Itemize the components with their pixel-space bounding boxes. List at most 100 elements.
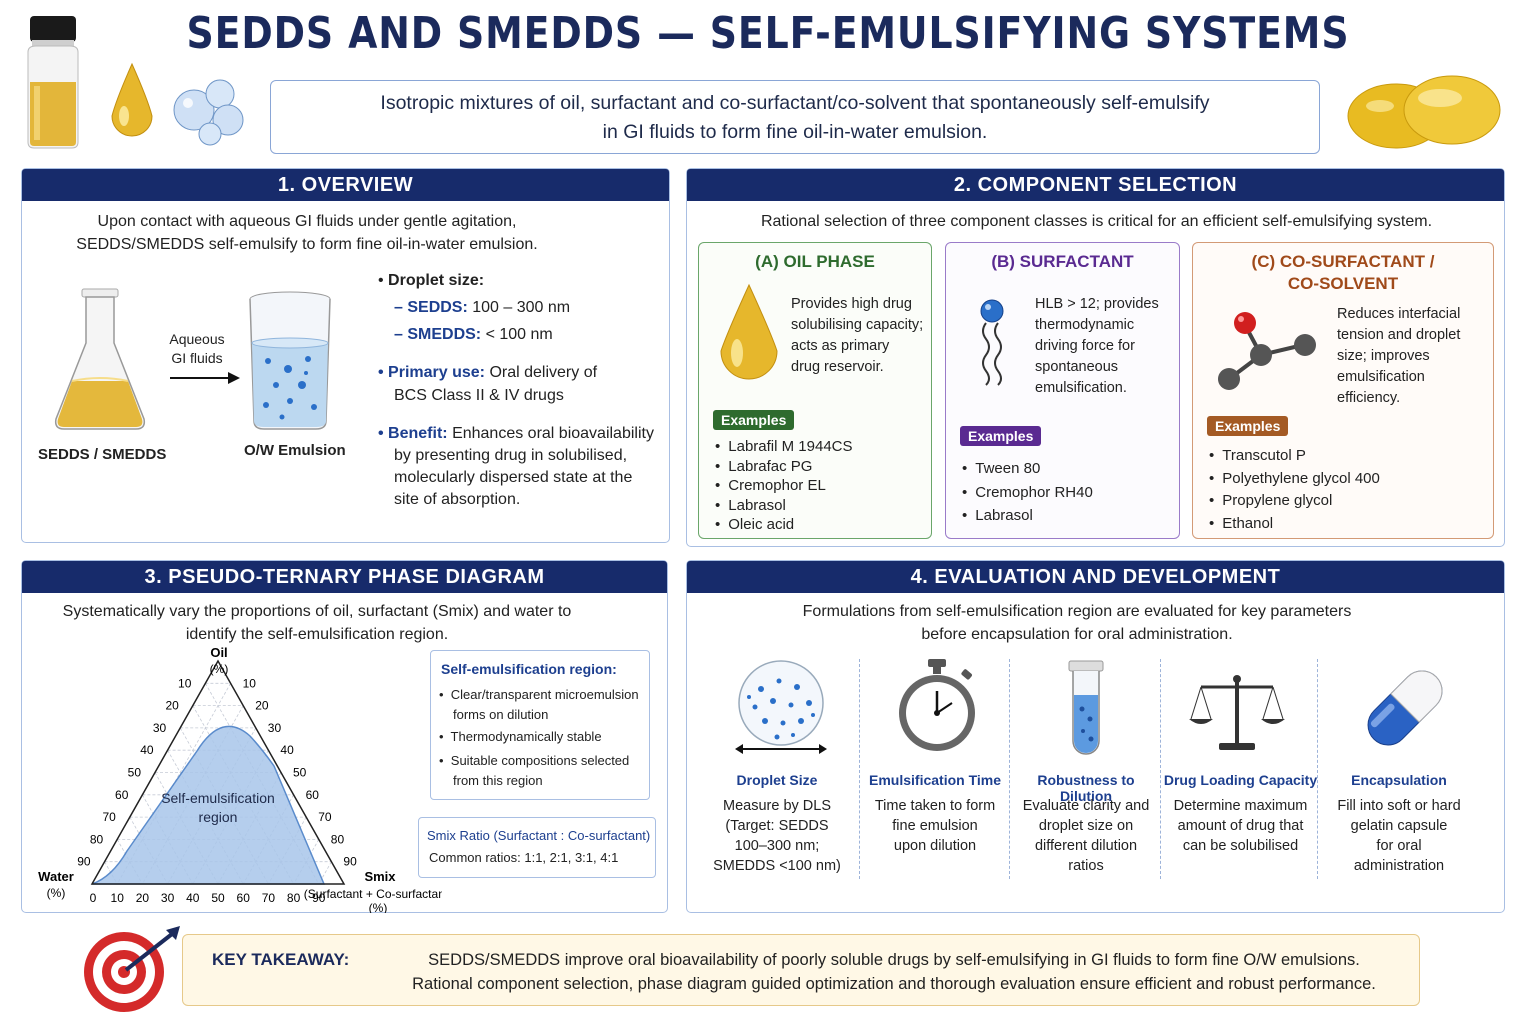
desc-line: for oral bbox=[1376, 838, 1422, 854]
tick-label: 70 bbox=[102, 810, 116, 824]
divider bbox=[1317, 659, 1318, 879]
desc-line: upon dilution bbox=[893, 838, 977, 854]
list-item: Transcutol P bbox=[1209, 445, 1380, 468]
desc-line: efficiency. bbox=[1337, 390, 1401, 406]
desc-line: fine emulsion bbox=[892, 818, 978, 834]
robustness-title: Robustness to Dilution bbox=[1037, 772, 1135, 804]
desc-line: Determine maximum bbox=[1173, 798, 1308, 814]
evaluation-intro-line: before encapsulation for oral administra… bbox=[921, 626, 1233, 643]
emulsification-time-title: Emulsification Time bbox=[869, 772, 1001, 788]
desc-line: Time taken to form bbox=[874, 798, 996, 814]
water-axis-label: Water bbox=[38, 869, 74, 884]
tick-label: 90 bbox=[312, 891, 326, 905]
region-label: region bbox=[199, 809, 238, 825]
tick-label: 30 bbox=[161, 891, 175, 905]
divider bbox=[859, 659, 860, 879]
region-label: Self-emulsification bbox=[161, 790, 275, 806]
tick-label: 70 bbox=[262, 891, 276, 905]
benefit-bullet: • Benefit: Enhances oral bioavailability bbox=[378, 425, 654, 442]
tick-label: 10 bbox=[243, 676, 257, 690]
cosurfactant-desc: Reduces interfacial tension and droplet … bbox=[1337, 304, 1460, 409]
divider bbox=[1160, 659, 1161, 879]
surfactant-title: (B) SURFACTANT bbox=[991, 252, 1134, 271]
oil-axis-label: Oil bbox=[210, 645, 227, 660]
oil-examples-list: Labrafil M 1944CS Labrafac PG Cremophor … bbox=[715, 437, 852, 535]
evaluation-heading: 4. EVALUATION AND DEVELOPMENT bbox=[687, 561, 1504, 593]
sedds-label: SEDDS: bbox=[407, 299, 468, 316]
desc-line: Measure by DLS bbox=[723, 798, 831, 814]
oil-drop-icon bbox=[111, 62, 153, 137]
tick-label: 40 bbox=[140, 743, 154, 757]
region-info-box: Self-emulsification region: • Clear/tran… bbox=[430, 650, 650, 800]
cosurfactant-card: (C) CO-SURFACTANT / CO-SOLVENT Reduces i… bbox=[1192, 242, 1494, 539]
desc-line: thermodynamic bbox=[1035, 317, 1135, 333]
desc-line: 100–300 nm; bbox=[734, 838, 820, 854]
droplet-size-title: Droplet Size bbox=[736, 772, 818, 788]
desc-line: emulsification. bbox=[1035, 380, 1127, 396]
region-info-title: Self-emulsification region: bbox=[441, 661, 617, 677]
desc-line: gelatin capsule bbox=[1350, 818, 1448, 834]
overview-panel: 1. OVERVIEW Upon contact with aqueous GI… bbox=[21, 168, 670, 543]
phase-intro: Systematically vary the proportions of o… bbox=[22, 600, 612, 646]
component-panel: 2. COMPONENT SELECTION Rational selectio… bbox=[686, 168, 1505, 547]
tick-label: 10 bbox=[178, 676, 192, 690]
desc-line: Reduces interfacial bbox=[1337, 306, 1461, 322]
region-info-text: Clear/transparent microemulsion bbox=[450, 687, 639, 702]
region-info-text: from this region bbox=[453, 773, 543, 788]
region-info-item: • Suitable compositions selected bbox=[439, 753, 630, 768]
key-takeaway-line: SEDDS/SMEDDS improve oral bioavailabilit… bbox=[428, 951, 1360, 969]
list-item: Polyethylene glycol 400 bbox=[1209, 468, 1380, 491]
smix-axis-unit: (%) bbox=[369, 901, 388, 913]
tick-label: 0 bbox=[90, 891, 97, 905]
region-info-text: Thermodynamically stable bbox=[450, 729, 602, 744]
region-info-item: • Clear/transparent microemulsion bbox=[439, 687, 639, 702]
list-item: Labrasol bbox=[962, 504, 1093, 528]
region-info-text: Suitable compositions selected bbox=[450, 753, 630, 768]
desc-line: ratios bbox=[1068, 858, 1104, 874]
desc-line: emulsification bbox=[1337, 369, 1425, 385]
surfactant-examples-tag: Examples bbox=[960, 426, 1042, 446]
overview-intro-line: Upon contact with aqueous GI fluids unde… bbox=[97, 213, 517, 230]
list-item: Tween 80 bbox=[962, 457, 1093, 481]
desc-line: solubilising capacity; bbox=[791, 317, 924, 333]
arrow-label-line: GI fluids bbox=[171, 350, 223, 366]
tick-label: 50 bbox=[211, 891, 225, 905]
overview-bullets: • Droplet size: – SEDDS: 100 – 300 nm – … bbox=[378, 269, 668, 511]
region-info-item: • Thermodynamically stable bbox=[439, 729, 602, 744]
self-emulsification-region-shape bbox=[91, 725, 326, 885]
smix-axis-sub: (Surfactant + Co-surfactant) bbox=[304, 887, 442, 901]
oil-vial-icon bbox=[27, 16, 79, 149]
smedds-value: < 100 nm bbox=[485, 326, 553, 343]
desc-line: Evaluate clarity and bbox=[1022, 798, 1150, 814]
tick-label: 80 bbox=[90, 832, 104, 846]
desc-line: acts as primary bbox=[791, 338, 890, 354]
desc-line: SMEDDS <100 nm) bbox=[713, 858, 841, 874]
beaker-label: O/W Emulsion bbox=[244, 442, 346, 459]
surfactant-desc: HLB > 12; provides thermodynamic driving… bbox=[1035, 294, 1159, 399]
surfactant-molecule-icon bbox=[980, 299, 1004, 386]
ternary-triangle bbox=[90, 659, 346, 885]
tick-label: 60 bbox=[306, 788, 320, 802]
region-info-list: • Clear/transparent microemulsion forms … bbox=[439, 685, 649, 791]
smix-ratio-title: Smix Ratio (Surfactant : Co-surfactant) bbox=[427, 828, 651, 843]
phase-heading: 3. PSEUDO-TERNARY PHASE DIAGRAM bbox=[22, 561, 667, 593]
bubbles-icon bbox=[173, 79, 244, 146]
benefit-text: Enhances oral bioavailability bbox=[452, 425, 654, 442]
desc-line: driving force for bbox=[1035, 338, 1135, 354]
smix-axis-label: Smix bbox=[364, 869, 396, 884]
desc-line: Fill into soft or hard bbox=[1337, 798, 1461, 814]
arrow-label-line: Aqueous bbox=[169, 331, 225, 347]
key-takeaway-box: KEY TAKEAWAY: SEDDS/SMEDDS improve oral … bbox=[182, 934, 1420, 1006]
target-icon bbox=[84, 926, 180, 1012]
benefit-text: molecularly dispersed state at the bbox=[394, 469, 633, 486]
beaker-icon bbox=[249, 291, 331, 430]
flask-icon bbox=[54, 288, 146, 430]
droplet-size-bullet: • Droplet size: bbox=[378, 272, 485, 289]
cosurfactant-title-line: CO-SOLVENT bbox=[1287, 274, 1399, 293]
smedds-label: SMEDDS: bbox=[407, 326, 482, 343]
desc-line: spontaneous bbox=[1035, 359, 1119, 375]
water-axis-unit: (%) bbox=[47, 886, 66, 900]
evaluation-intro-line: Formulations from self-emulsification re… bbox=[802, 603, 1352, 620]
subtitle-line: in GI fluids to form fine oil-in-water e… bbox=[602, 121, 988, 143]
